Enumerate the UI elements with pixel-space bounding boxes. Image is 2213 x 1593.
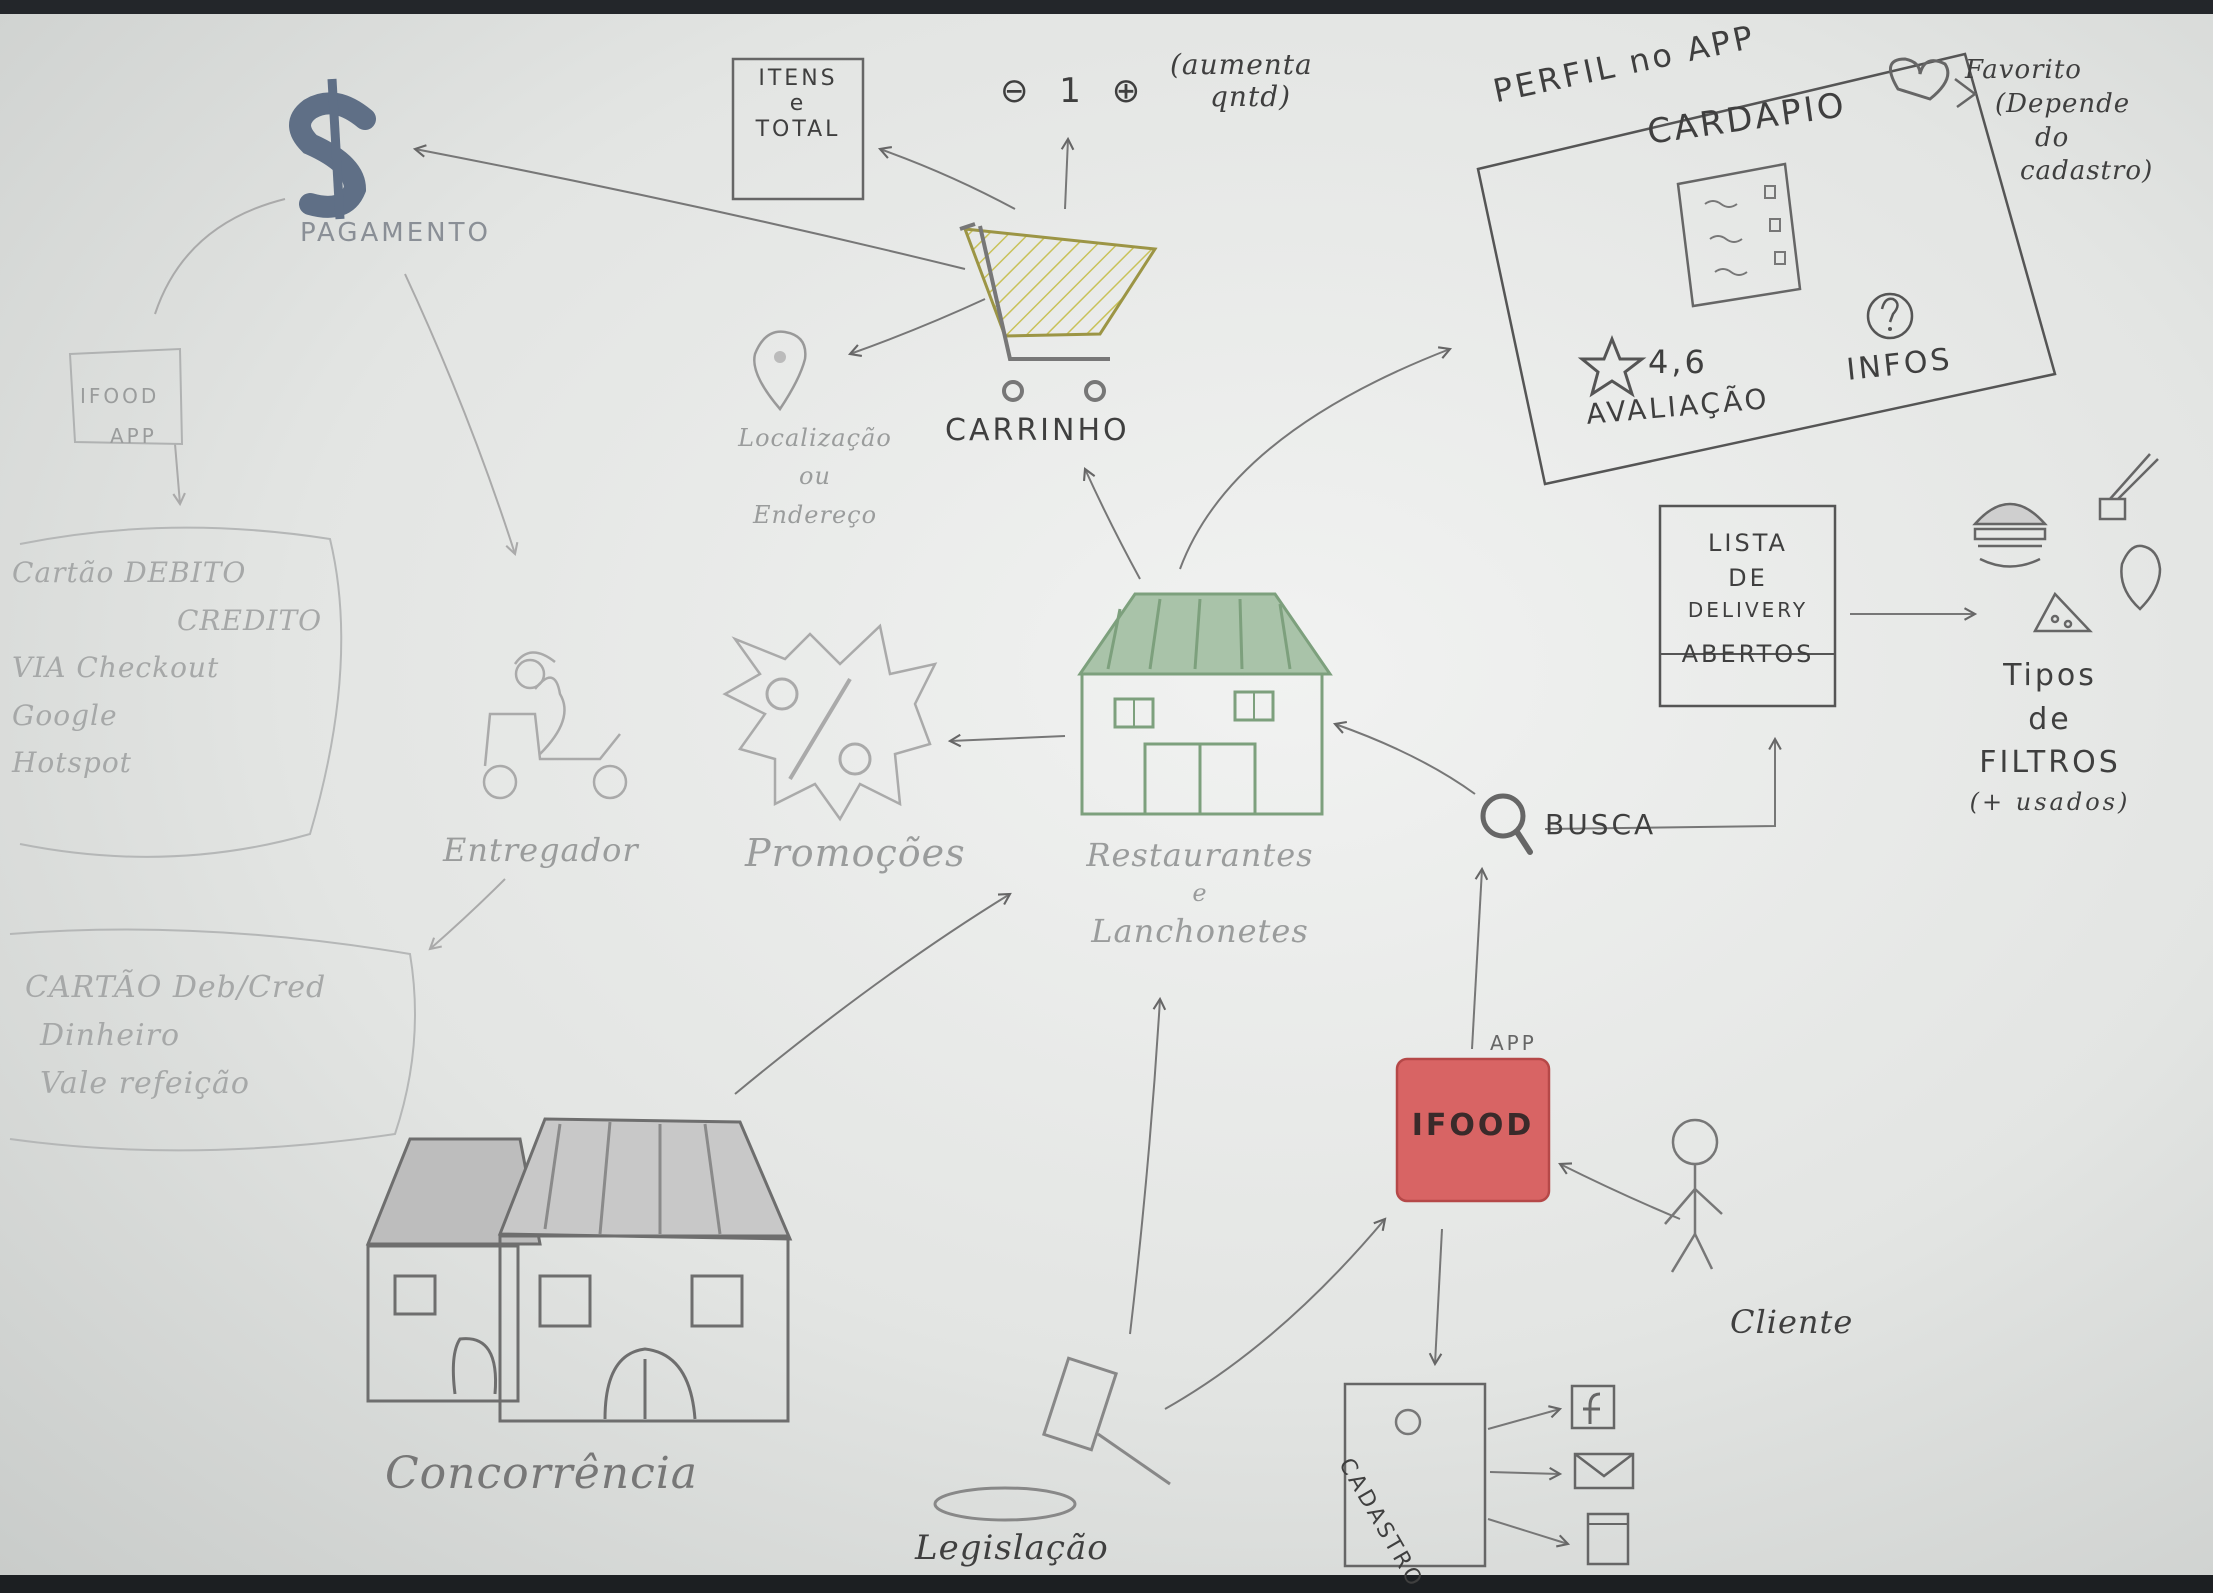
arrow-cadastro-to-facebook <box>1487 1405 1563 1430</box>
stick-figure-icon <box>1664 1118 1723 1273</box>
arrow-legislacao-to-ifood <box>1164 1217 1387 1410</box>
user-icon <box>1394 1408 1422 1436</box>
search-icon <box>1480 793 1533 855</box>
gavel-icon <box>933 1356 1171 1522</box>
star-icon <box>1577 334 1647 398</box>
label-left-box-payment: Cartão DEBITO CREDITO VIA Checkout Googl… <box>12 556 323 780</box>
left-box-payment <box>19 526 343 858</box>
label-concorrencia: Concorrência <box>385 1448 699 1499</box>
arrow-payment-to-entregador <box>404 273 519 557</box>
cart-icon <box>959 222 1158 402</box>
email-icon <box>1573 1452 1635 1490</box>
diagram-canvas <box>9 52 2162 1568</box>
left-box-card <box>9 928 416 1152</box>
label-aumenta-qntd: (aumenta qntd) <box>1170 48 1313 114</box>
arrow-busca-to-restaurant <box>1332 720 1476 795</box>
label-ifood[interactable]: IFOOD <box>1411 1108 1535 1143</box>
label-restaurantes: Restaurantes e Lanchonetes <box>1086 836 1314 950</box>
connector-arrows <box>412 136 1978 1548</box>
cadastro-box <box>1343 1382 1487 1568</box>
label-legislacao: Legislação <box>915 1528 1109 1568</box>
competitor-houses-icon <box>365 1117 793 1423</box>
question-icon <box>1866 292 1914 340</box>
scooter-icon <box>482 651 628 800</box>
arrow-cadastro-to-email <box>1489 1466 1563 1481</box>
arrow-cart-to-location <box>847 298 986 357</box>
arrow-concorrencia-to-restaurant <box>734 892 1012 1095</box>
location-pin-icon <box>753 330 807 412</box>
faint-arrows <box>154 198 519 951</box>
itens-total-box <box>731 57 865 201</box>
left-box-ifood <box>68 347 184 446</box>
heart-icon <box>1889 57 1950 101</box>
label-promocoes: Promoções <box>745 831 966 875</box>
phone-icon <box>1586 1512 1630 1566</box>
label-entregador: Entregador <box>443 831 639 869</box>
label-favorito: Favorito (Depende do cadastro) <box>1965 55 2154 187</box>
arrow-restaurant-to-promo <box>947 733 1066 748</box>
label-rating: 4,6 <box>1648 343 1708 381</box>
label-busca: BUSCA <box>1545 808 1657 841</box>
menu-list-icon <box>1676 162 1802 308</box>
arrow-cliente-to-ifood <box>1558 1162 1681 1220</box>
arrow-cart-to-qty <box>1060 136 1075 210</box>
arrow-cadastro-to-phone <box>1487 1518 1571 1548</box>
arrow-restaurant-to-profile <box>1179 346 1453 570</box>
label-carrinho: CARRINHO <box>945 413 1130 448</box>
arrow-busca-to-lista <box>1544 736 1782 830</box>
location-pin-icon <box>2120 544 2162 611</box>
ifood-app-box[interactable] <box>1395 1057 1551 1203</box>
arrow-legislacao-to-restaurant <box>1129 996 1167 1335</box>
perfil-app-frame <box>1476 52 2057 486</box>
fries-icon <box>2098 453 2159 521</box>
arrow-cart-to-itens <box>877 146 1016 210</box>
facebook-icon <box>1570 1384 1616 1430</box>
pizza-icon <box>2032 591 2093 633</box>
promo-badge-icon <box>722 623 938 822</box>
arrow-payment-to-leftbox <box>154 198 286 315</box>
label-left-box-ifood: IFOOD APP <box>80 384 160 448</box>
arrow-cart-to-payment <box>412 144 966 270</box>
label-itens-total: ITENS e TOTAL <box>755 66 841 142</box>
arrow-ifood-to-cadastro <box>1428 1228 1443 1367</box>
label-left-box-card: CARTÃO Deb/Cred Dinheiro Vale refeição <box>25 970 327 1101</box>
label-quantidade-controls[interactable]: ⊖ 1 ⊕ <box>1000 71 1151 111</box>
restaurant-house-icon <box>1077 592 1333 816</box>
label-lista-delivery: LISTA DE DELIVERY ABERTOS <box>1681 529 1815 668</box>
label-localizacao: Localização ou Endereço <box>738 424 892 529</box>
arrow-entregador-to-card <box>428 878 506 951</box>
label-tipos-filtros: Tipos de FILTROS (+ usados) <box>1969 658 2131 816</box>
dollar-icon <box>289 78 376 220</box>
label-app: APP <box>1490 1031 1537 1055</box>
burger-icon <box>1972 502 2048 568</box>
label-pagamento: PAGAMENTO <box>300 218 491 248</box>
arrow-restaurant-to-cart <box>1082 467 1141 580</box>
label-cliente: Cliente <box>1730 1303 1854 1341</box>
arrow-ifood-to-busca <box>1471 866 1489 1050</box>
lista-delivery-box <box>1658 504 1837 708</box>
